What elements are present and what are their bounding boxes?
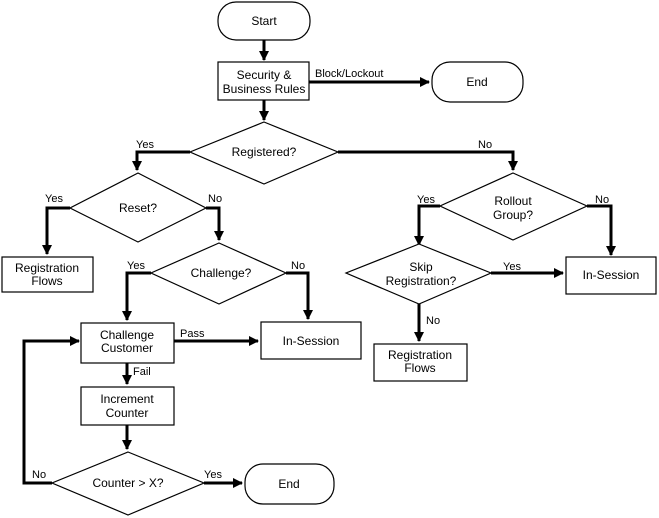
- in-session-left-label: In-Session: [283, 334, 340, 348]
- skip-registration-label-line1: Skip: [409, 260, 433, 274]
- counter-decision: [50, 451, 206, 516]
- edge-label-fail: Fail: [133, 366, 151, 378]
- edge-reset-no: [206, 206, 225, 242]
- skip-registration-label-line2: Registration?: [386, 274, 457, 288]
- registered-label: Registered?: [232, 145, 297, 159]
- registration-flows-left-label-line1: Registration: [15, 261, 79, 275]
- end-top-label: End: [466, 75, 487, 89]
- registration-flows-left-process: [1, 256, 94, 293]
- challenge-customer-label-line1: Challenge: [100, 328, 154, 342]
- increment-counter-label-line2: Counter: [106, 406, 149, 420]
- registration-flows-right-label-line1: Registration: [388, 348, 452, 362]
- end-bottom-terminal: [244, 463, 335, 505]
- edge-registered-no: [338, 150, 519, 172]
- end-top-terminal: [431, 61, 524, 103]
- rollout-group-decision: [438, 172, 589, 241]
- edge-label-challenge-no: No: [291, 260, 305, 272]
- registration-flows-right-process: [373, 343, 468, 382]
- counter-label: Counter > X?: [92, 476, 163, 490]
- edge-label-block-lockout: Block/Lockout: [315, 68, 383, 80]
- edge-label-challenge-yes: Yes: [127, 260, 145, 272]
- edge-counter-no: [22, 335, 81, 485]
- edges: [22, 40, 617, 489]
- edge-rollout-yes: [413, 204, 440, 247]
- registration-flows-left-label-line2: Flows: [31, 274, 62, 288]
- in-session-right-label: In-Session: [583, 268, 640, 282]
- challenge-customer-label-line2: Customer: [101, 341, 153, 355]
- edge-challenge-yes: [121, 271, 151, 322]
- edge-reset-yes: [41, 206, 70, 256]
- reset-label: Reset?: [119, 201, 157, 215]
- edge-label-skip-no: No: [426, 315, 440, 327]
- start-terminal: [217, 1, 311, 41]
- end-bottom-label: End: [278, 477, 299, 491]
- security-rules-process: [217, 61, 310, 101]
- edge-label-registered-yes: Yes: [136, 139, 154, 151]
- edge-label-reset-no: No: [208, 193, 222, 205]
- challenge-customer-process: [80, 322, 175, 364]
- challenge-decision: [149, 242, 288, 305]
- increment-counter-process: [80, 386, 175, 426]
- start-label: Start: [251, 14, 277, 28]
- edge-label-pass: Pass: [180, 328, 205, 340]
- in-session-right-process: [565, 256, 657, 295]
- challenge-label: Challenge?: [191, 266, 252, 280]
- edge-registered-yes: [131, 150, 190, 172]
- in-session-left-process: [260, 321, 362, 360]
- edge-label-counter-no: No: [32, 469, 46, 481]
- edge-label-registered-no: No: [478, 139, 492, 151]
- edge-label-skip-yes: Yes: [503, 261, 521, 273]
- rollout-group-label-line1: Rollout: [494, 194, 532, 208]
- edge-label-rollout-no: No: [595, 194, 609, 206]
- increment-counter-label-line1: Increment: [100, 392, 154, 406]
- registration-flows-right-label-line2: Flows: [404, 361, 435, 375]
- reset-decision: [68, 172, 208, 243]
- registered-decision: [188, 121, 340, 185]
- edge-labels: Block/Lockout Yes No Yes No Yes No Pass …: [32, 68, 609, 481]
- edge-challenge-no: [286, 271, 314, 321]
- security-rules-label-line2: Business Rules: [223, 82, 306, 96]
- edge-label-counter-yes: Yes: [204, 469, 222, 481]
- edge-label-reset-yes: Yes: [45, 193, 63, 205]
- rollout-group-label-line2: Group?: [493, 208, 533, 222]
- skip-registration-decision: [344, 243, 493, 305]
- security-rules-label-line1: Security &: [237, 68, 292, 82]
- edge-rollout-no: [587, 204, 617, 257]
- edge-label-rollout-yes: Yes: [417, 194, 435, 206]
